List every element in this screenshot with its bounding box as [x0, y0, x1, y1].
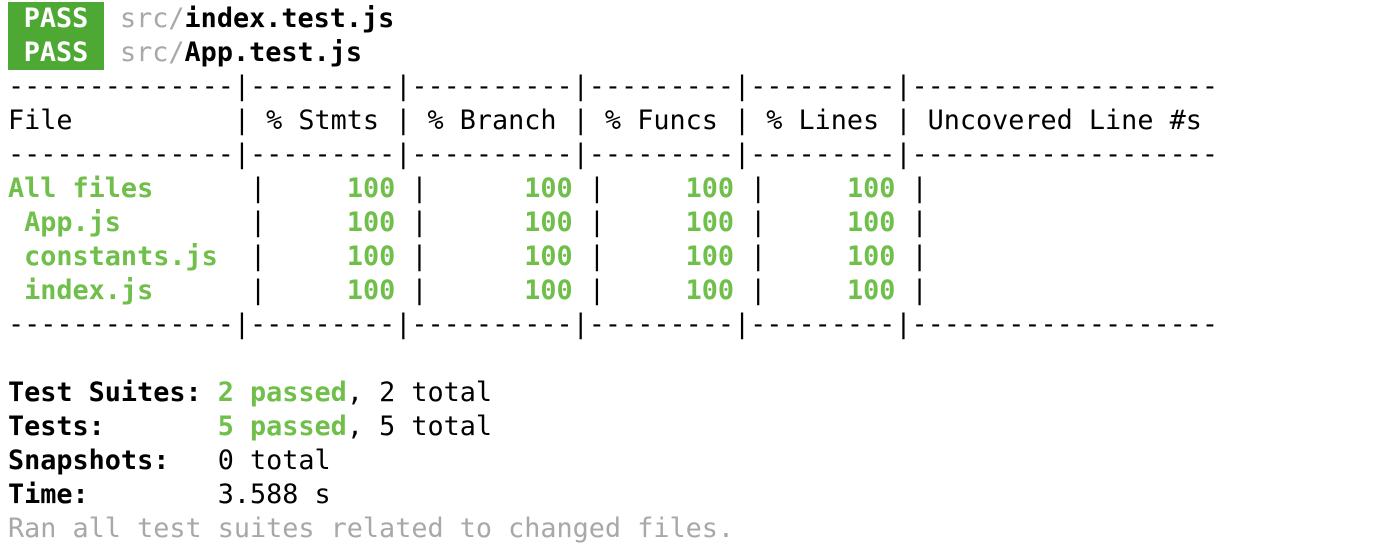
stmts-value: 100: [282, 241, 396, 272]
funcs-value: 100: [621, 173, 735, 204]
column-divider: |: [895, 241, 944, 272]
summary-label: Time:: [8, 479, 218, 510]
summary-snapshots: Snapshots: 0 total: [8, 444, 1218, 478]
branch-value: 100: [443, 207, 573, 238]
summary-label: Snapshots:: [8, 445, 218, 476]
column-divider: |: [572, 241, 622, 272]
column-divider: |: [395, 275, 444, 306]
summary-suites: Test Suites: 2 passed, 2 total: [8, 376, 1218, 410]
coverage-file: All files: [8, 173, 234, 204]
terminal-output: PASS src/index.test.js PASS src/App.test.j…: [8, 2, 1218, 546]
footer-message: Ran all test suites related to changed f…: [8, 513, 734, 544]
test-result-line: PASS src/App.test.js: [8, 36, 1218, 70]
time-value: 3.588 s: [217, 479, 331, 510]
column-divider: |: [572, 207, 622, 238]
pass-badge: PASS: [8, 36, 104, 70]
column-divider: |: [233, 241, 283, 272]
lines-value: 100: [782, 241, 896, 272]
column-divider: |: [734, 275, 783, 306]
column-divider: |: [895, 207, 944, 238]
test-file-name: App.test.js: [184, 37, 363, 68]
column-divider: |: [395, 207, 444, 238]
lines-value: 100: [782, 275, 896, 306]
stmts-value: 100: [282, 275, 396, 306]
column-divider: |: [572, 173, 622, 204]
blank-line: [8, 342, 1218, 376]
test-file-name: index.test.js: [184, 3, 395, 34]
coverage-separator: --------------|---------|----------|----…: [8, 71, 1218, 102]
column-divider: |: [734, 207, 783, 238]
stmts-value: 100: [282, 173, 396, 204]
test-file-dir: src/: [120, 37, 185, 68]
pass-badge: PASS: [8, 2, 104, 36]
column-divider: |: [895, 173, 944, 204]
passed-count: 2 passed: [217, 377, 347, 408]
branch-value: 100: [443, 173, 573, 204]
summary-label: Tests:: [8, 411, 218, 442]
column-divider: |: [395, 241, 444, 272]
summary-time: Time: 3.588 s: [8, 478, 1218, 512]
coverage-file: index.js: [8, 275, 234, 306]
passed-count: 5 passed: [217, 411, 347, 442]
test-file-dir: src/: [120, 3, 185, 34]
total-count: , 5 total: [346, 411, 493, 442]
coverage-separator: --------------|---------|----------|----…: [8, 309, 1218, 340]
summary-label: Test Suites:: [8, 377, 218, 408]
coverage-file: App.js: [8, 207, 234, 238]
coverage-header: File | % Stmts | % Branch | % Funcs | % …: [8, 105, 1218, 136]
coverage-file: constants.js: [8, 241, 234, 272]
funcs-value: 100: [621, 207, 735, 238]
column-divider: |: [734, 173, 783, 204]
column-divider: |: [734, 241, 783, 272]
stmts-value: 100: [282, 207, 396, 238]
column-divider: |: [572, 275, 622, 306]
coverage-row: App.js | 100 | 100 | 100 | 100 |: [8, 206, 1218, 240]
coverage-row: All files | 100 | 100 | 100 | 100 |: [8, 172, 1218, 206]
coverage-row: index.js | 100 | 100 | 100 | 100 |: [8, 274, 1218, 308]
lines-value: 100: [782, 173, 896, 204]
funcs-value: 100: [621, 275, 735, 306]
column-divider: |: [233, 207, 283, 238]
test-result-line: PASS src/index.test.js: [8, 2, 1218, 36]
coverage-row: constants.js | 100 | 100 | 100 | 100 |: [8, 240, 1218, 274]
funcs-value: 100: [621, 241, 735, 272]
column-divider: |: [233, 275, 283, 306]
lines-value: 100: [782, 207, 896, 238]
column-divider: |: [395, 173, 444, 204]
branch-value: 100: [443, 241, 573, 272]
total-count: , 2 total: [346, 377, 493, 408]
column-divider: |: [895, 275, 944, 306]
snapshots-value: 0 total: [217, 445, 331, 476]
coverage-separator: --------------|---------|----------|----…: [8, 139, 1218, 170]
branch-value: 100: [443, 275, 573, 306]
column-divider: |: [233, 173, 283, 204]
summary-tests: Tests: 5 passed, 5 total: [8, 410, 1218, 444]
